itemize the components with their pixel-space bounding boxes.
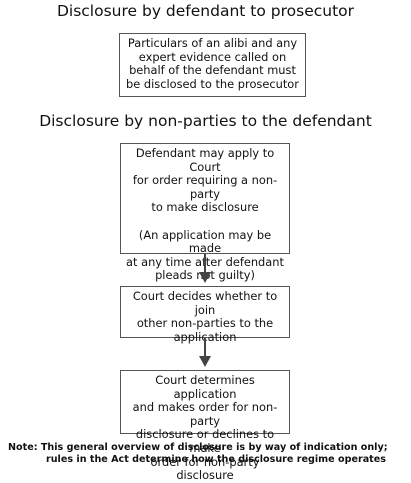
box-alibi-expert-evidence: Particulars of an alibi and any expert e… — [119, 33, 306, 97]
box-court-determines: Court determines application and makes o… — [120, 370, 290, 482]
heading-defendant-to-prosecutor: Disclosure by defendant to prosecutor — [56, 2, 355, 20]
box-court-decides-join: Court decides whether to join other non-… — [120, 286, 290, 344]
note-line-1: Note: This general overview of disclosur… — [8, 442, 388, 453]
box-defendant-applies: Defendant may apply to Court for order r… — [120, 143, 290, 282]
arrowhead-2 — [199, 356, 211, 367]
arrow-1 — [204, 254, 206, 273]
arrowhead-1 — [199, 272, 211, 283]
heading-non-parties-to-defendant: Disclosure by non-parties to the defenda… — [39, 112, 372, 130]
arrow-2 — [204, 338, 206, 357]
note-line-2: rules in the Act determine how the discl… — [46, 454, 386, 465]
note-overview: Note: This general overview of disclosur… — [8, 442, 411, 466]
